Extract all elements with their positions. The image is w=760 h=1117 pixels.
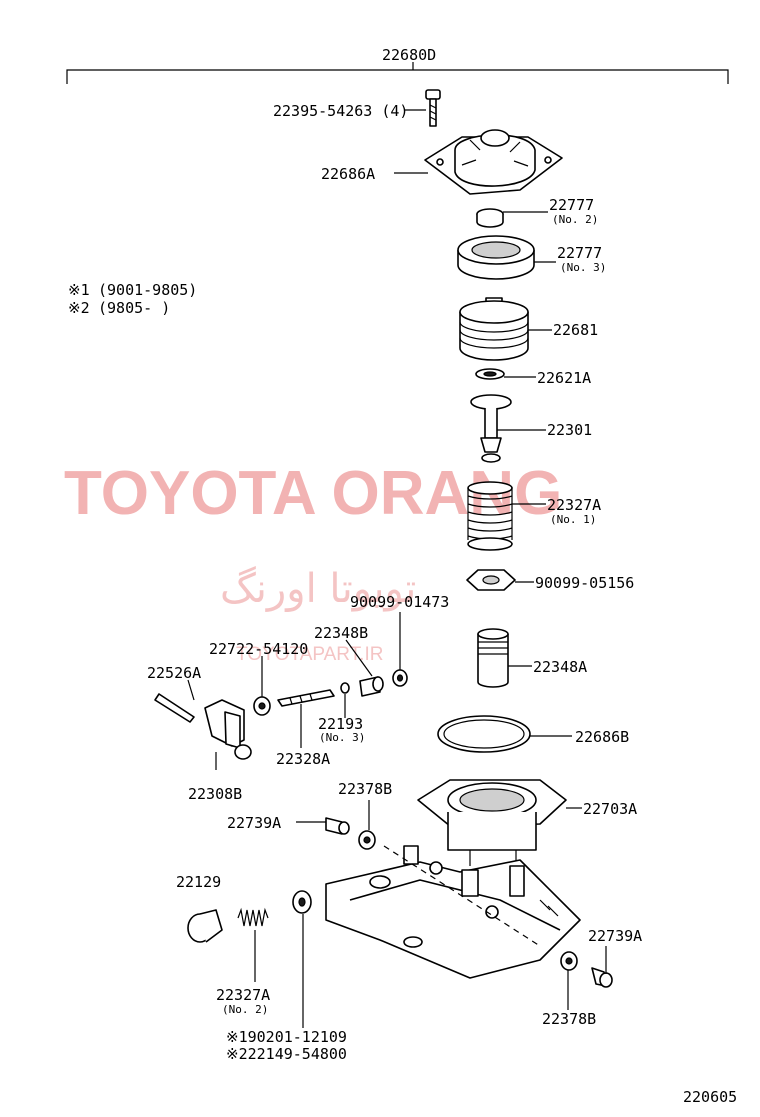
label-22328A[interactable]: 22328A	[276, 750, 330, 768]
label-22129[interactable]: 22129	[176, 873, 221, 891]
note-22777-no2: (No. 2)	[552, 213, 598, 226]
label-22327A-no2[interactable]: 22327A	[216, 986, 270, 1004]
spring-large-drawing	[467, 481, 513, 551]
note-22193: (No. 3)	[319, 731, 365, 744]
label-90099-05156[interactable]: 90099-05156	[535, 574, 634, 592]
label-22722-54120[interactable]: 22722-54120	[209, 640, 308, 658]
legend-mark-1: ※1	[68, 281, 90, 299]
assembly-bracket: 22680D	[66, 46, 729, 84]
label-22378B-top[interactable]: 22378B	[338, 780, 392, 798]
bolt-right-drawing	[560, 951, 613, 988]
label-22193[interactable]: 22193	[318, 715, 363, 733]
label-variant-222149[interactable]: ※222149-54800	[226, 1045, 347, 1063]
washer-drawing	[475, 368, 505, 380]
label-22681[interactable]: 22681	[553, 321, 598, 339]
note-22327A-no2: (No. 2)	[222, 1003, 268, 1016]
watermark-url: TOYOTAPART.IR	[236, 644, 383, 665]
label-22739A-left[interactable]: 22739A	[227, 814, 281, 832]
legend-range-2: (9805- )	[98, 299, 170, 317]
label-22739A-right[interactable]: 22739A	[588, 927, 642, 945]
figure-number: 220605	[683, 1088, 737, 1106]
legend-range-1: (9001-9805)	[98, 281, 197, 299]
cap-small-drawing	[476, 208, 504, 228]
screw-drawing	[425, 89, 441, 127]
note-22777-no3: (No. 3)	[560, 261, 606, 274]
label-22348B[interactable]: 22348B	[314, 624, 368, 642]
label-22526A[interactable]: 22526A	[147, 664, 201, 682]
note-22327A-no1: (No. 1)	[550, 513, 596, 526]
nut-drawing	[466, 569, 516, 591]
piston-drawing	[459, 297, 529, 361]
label-variant-190201[interactable]: ※190201-12109	[226, 1028, 347, 1046]
leader-lines	[187, 109, 607, 1028]
label-22395[interactable]: 22395-54263 (4)	[273, 102, 408, 120]
label-22308B[interactable]: 22308B	[188, 785, 242, 803]
label-90099-01473[interactable]: 90099-01473	[350, 593, 449, 611]
label-22327A-no1[interactable]: 22327A	[547, 496, 601, 514]
label-22621A[interactable]: 22621A	[537, 369, 591, 387]
valve-drawing	[470, 394, 512, 463]
legend-mark-2: ※2	[68, 299, 90, 317]
assembly-number[interactable]: 22680D	[382, 46, 436, 64]
ring-drawing	[457, 235, 535, 280]
label-22777-no3[interactable]: 22777	[557, 244, 602, 262]
watermark-arabic: تويوتا اورنگ	[220, 566, 416, 612]
label-22777-no2[interactable]: 22777	[549, 196, 594, 214]
o-ring-drawing	[437, 715, 531, 753]
part-labels: 22395-54263 (4) 22686A 22777 (No. 2) 227…	[147, 102, 737, 1106]
bolt-left-drawing	[325, 817, 376, 850]
housing-drawing	[417, 779, 567, 866]
plug-spring-drawing	[187, 890, 312, 943]
label-22348A[interactable]: 22348A	[533, 658, 587, 676]
base-body-drawing	[325, 845, 581, 979]
cover-drawing	[424, 129, 563, 195]
label-22686B[interactable]: 22686B	[575, 728, 629, 746]
label-22378B-bottom[interactable]: 22378B	[542, 1010, 596, 1028]
label-22301[interactable]: 22301	[547, 421, 592, 439]
label-22703A[interactable]: 22703A	[583, 800, 637, 818]
variant-legend: ※1 (9001-9805) ※2 (9805- )	[68, 281, 197, 317]
sleeve-drawing	[477, 628, 509, 688]
label-22686A[interactable]: 22686A	[321, 165, 375, 183]
small-parts-drawing	[154, 669, 408, 760]
